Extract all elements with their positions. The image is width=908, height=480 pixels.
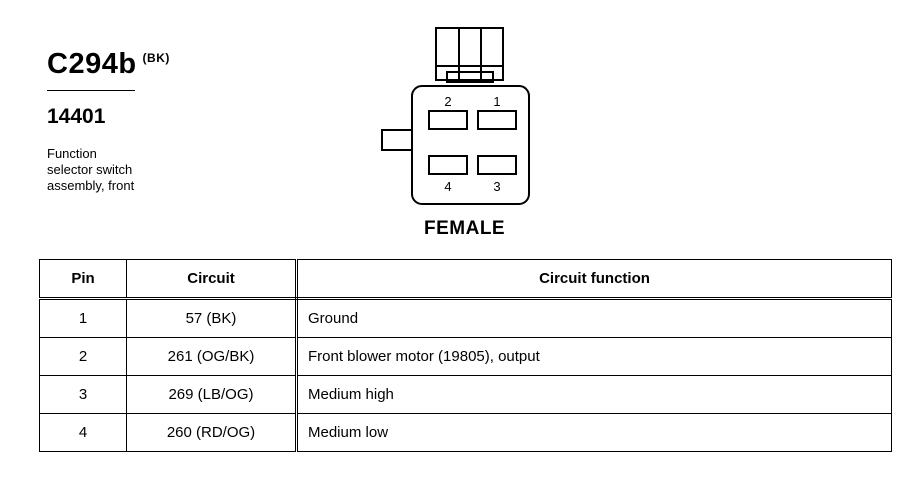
header-pin: Pin [39, 259, 127, 300]
connector-body [411, 85, 530, 205]
cavity-4 [428, 155, 468, 175]
circuit-cell: 260 (RD/OG) [126, 413, 298, 452]
function-cell: Medium low [296, 413, 892, 452]
pin-cell: 1 [39, 298, 127, 338]
part-number: 14401 [47, 105, 106, 128]
header-function: Circuit function [296, 259, 892, 300]
table-header-row: Pin Circuit Circuit function [39, 259, 892, 300]
connector-header: C294b (BK) 14401 Function selector switch… [47, 50, 170, 193]
description-line-2: selector switch [47, 162, 133, 177]
pin-cell: 3 [39, 375, 127, 414]
function-cell: Front blower motor (19805), output [296, 337, 892, 376]
connector-id-line: C294b (BK) [47, 50, 170, 79]
table-row: 1 57 (BK) Ground [39, 298, 892, 338]
function-cell: Medium high [296, 375, 892, 414]
circuit-cell: 261 (OG/BK) [126, 337, 298, 376]
connector-color: (BK) [142, 51, 170, 65]
cavity-1 [477, 110, 517, 130]
table-row: 2 261 (OG/BK) Front blower motor (19805)… [39, 337, 892, 376]
cavity-label-3: 3 [493, 179, 500, 194]
wire-clip [446, 71, 494, 83]
wire-harness [435, 27, 504, 81]
description-line-3: assembly, front [47, 178, 135, 193]
function-cell: Ground [296, 298, 892, 338]
cavity-label-4: 4 [444, 179, 451, 194]
cavity-label-1: 1 [493, 94, 500, 109]
pin-cell: 2 [39, 337, 127, 376]
locking-tab [381, 129, 413, 151]
connector-face-diagram: 2 1 4 3 [381, 27, 530, 205]
cavity-3 [477, 155, 517, 175]
table-row: 3 269 (LB/OG) Medium high [39, 375, 892, 414]
header-circuit: Circuit [126, 259, 298, 300]
circuit-cell: 269 (LB/OG) [126, 375, 298, 414]
table-row: 4 260 (RD/OG) Medium low [39, 413, 892, 452]
description-line-1: Function [47, 146, 97, 161]
connector-description: Function selector switch assembly, front [47, 146, 187, 194]
connector-id: C294b [47, 48, 137, 80]
cavity-2 [428, 110, 468, 130]
pinout-table: Pin Circuit Circuit function 1 57 (BK) G… [39, 259, 892, 452]
header-divider [47, 90, 135, 91]
connector-gender: FEMALE [424, 218, 506, 239]
cavity-label-2: 2 [444, 94, 451, 109]
circuit-cell: 57 (BK) [126, 298, 298, 338]
pin-cell: 4 [39, 413, 127, 452]
